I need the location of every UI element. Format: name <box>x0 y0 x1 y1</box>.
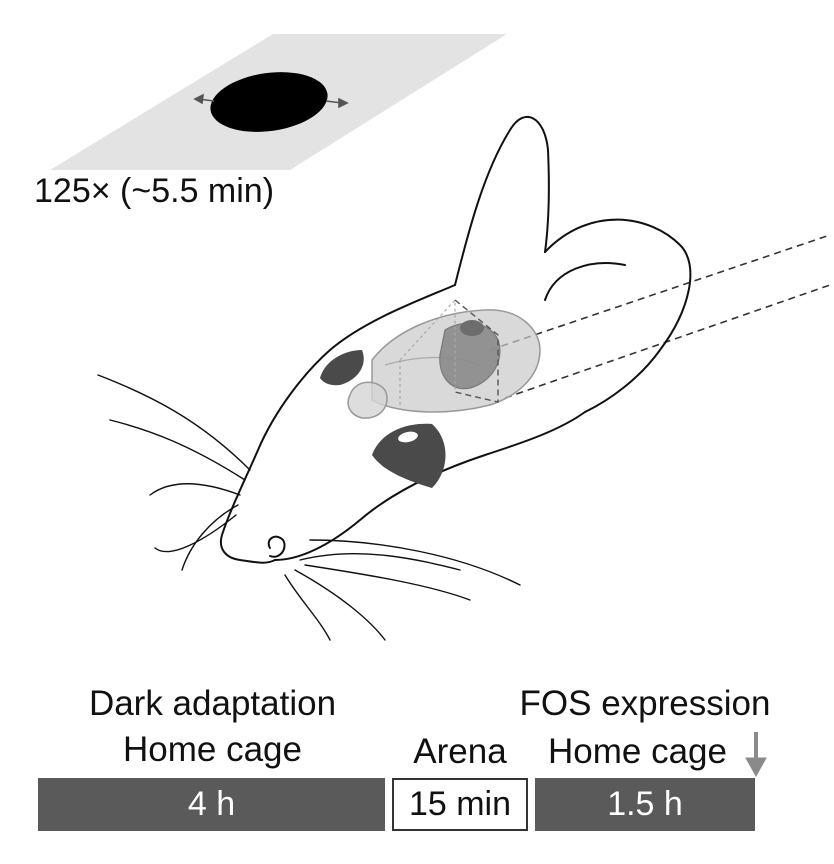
timeline-bar-arena: 15 min <box>392 778 528 831</box>
mouse-head <box>220 116 692 564</box>
mouse-ear-upper <box>454 116 550 286</box>
brain <box>347 298 541 419</box>
whiskers <box>97 374 521 641</box>
stimulus-repetition-label: 125× (~5.5 min) <box>34 172 275 210</box>
phase-2-duration: 15 min <box>408 785 512 823</box>
phase-1-title-bottom: Home cage <box>123 730 302 769</box>
far-eye <box>320 350 364 386</box>
arrow-down-icon <box>745 732 767 778</box>
mouse-nose <box>267 535 286 558</box>
phase-3-duration: 1.5 h <box>607 785 683 823</box>
mouse-ear-lower <box>544 218 692 413</box>
mouse-head-top <box>220 284 456 564</box>
phase-3-title-bottom: Home cage <box>548 732 727 771</box>
phase-3-title-top: FOS expression <box>519 684 771 723</box>
overhead-stimulus <box>50 34 507 170</box>
projection-lines <box>489 234 831 399</box>
olfactory-bulb <box>347 381 388 419</box>
near-eye <box>372 423 446 488</box>
brain-target-core <box>460 320 484 336</box>
timeline-bar-dark-adaptation: 4 h <box>38 778 385 831</box>
phase-2-title-bottom: Arena <box>413 732 507 771</box>
double-arrow-icon <box>193 93 349 109</box>
phase-1-duration: 4 h <box>187 785 236 823</box>
phase-1-title-top: Dark adaptation <box>88 684 337 723</box>
timeline-bar-fos-expression: 1.5 h <box>535 778 755 831</box>
looming-disk <box>210 72 328 132</box>
